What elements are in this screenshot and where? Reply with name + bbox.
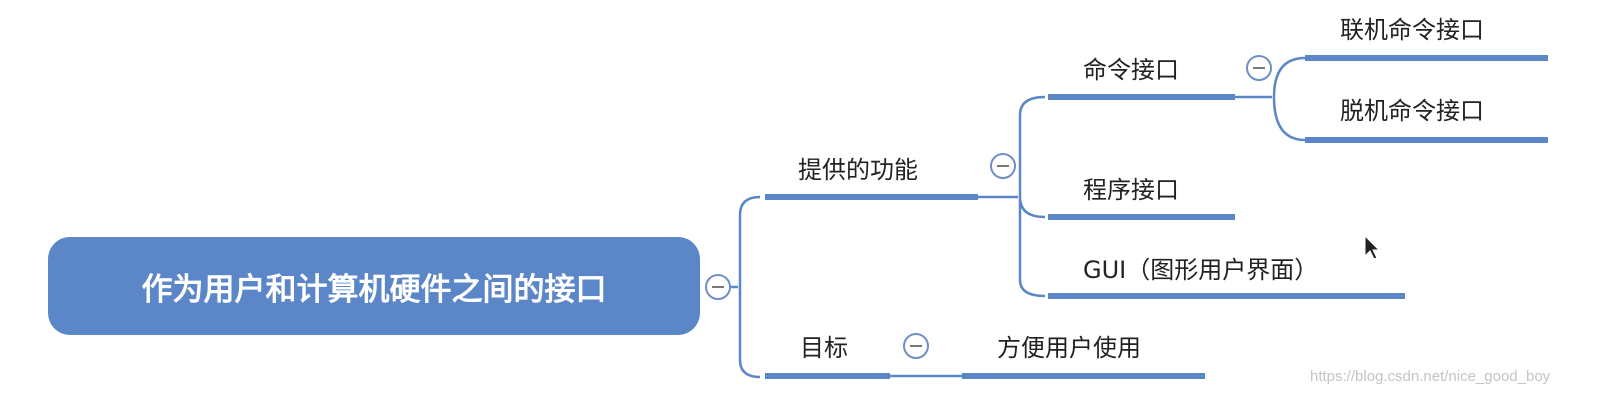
root-node[interactable]: 作为用户和计算机硬件之间的接口: [48, 237, 700, 335]
node-command-interface[interactable]: 命令接口: [1083, 56, 1179, 84]
mouse-pointer-icon: [1364, 234, 1381, 260]
node-convenient[interactable]: 方便用户使用: [997, 334, 1141, 362]
root-label: 作为用户和计算机硬件之间的接口: [141, 271, 607, 308]
minus-circle-icon[interactable]: [1246, 55, 1272, 81]
node-features[interactable]: 提供的功能: [798, 156, 918, 184]
node-offline-command[interactable]: 脱机命令接口: [1340, 97, 1484, 125]
minus-circle-icon[interactable]: [903, 333, 929, 359]
minus-circle-icon[interactable]: [990, 153, 1016, 179]
node-online-command[interactable]: 联机命令接口: [1340, 16, 1484, 44]
node-goal[interactable]: 目标: [800, 334, 848, 362]
watermark: https://blog.csdn.net/nice_good_boy: [1310, 368, 1551, 385]
node-gui[interactable]: GUI（图形用户界面）: [1083, 256, 1319, 284]
minus-circle-icon[interactable]: [705, 274, 731, 300]
node-program-interface[interactable]: 程序接口: [1083, 176, 1179, 204]
connector-features: [978, 95, 1046, 298]
connector-root-trunk: [730, 195, 761, 379]
connector-command: [1235, 56, 1306, 142]
